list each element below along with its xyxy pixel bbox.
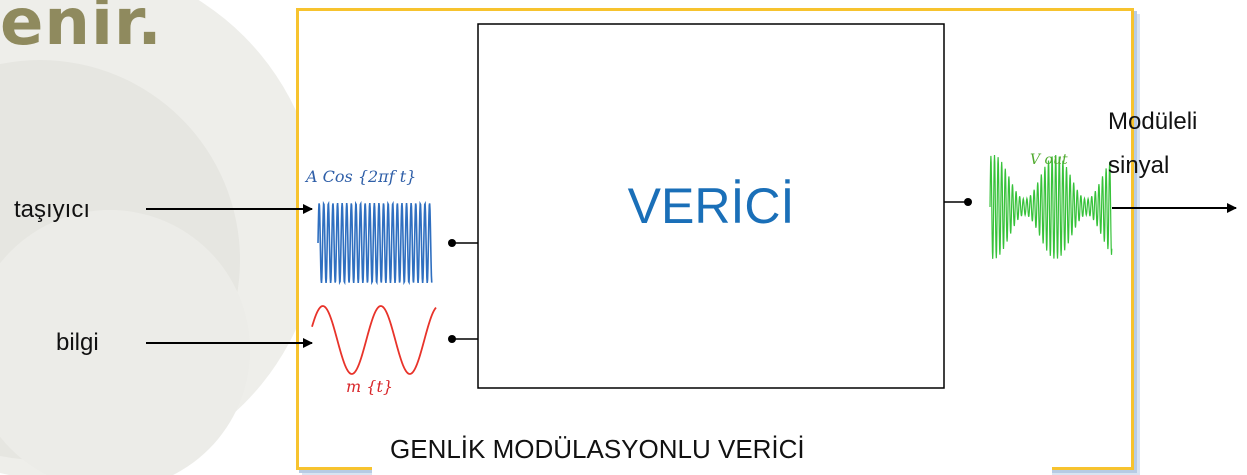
output-label-line1: Modüleli xyxy=(1108,108,1198,135)
info-input-label: bilgi xyxy=(56,329,99,356)
transmitter-block xyxy=(477,23,945,389)
message-formula: m {t} xyxy=(346,377,394,396)
carrier-terminal-dot xyxy=(448,239,456,247)
carrier-formula: A Cos {2πf t} xyxy=(306,167,417,186)
diagram-caption: GENLİK MODÜLASYONLU VERİCİ xyxy=(390,434,805,464)
output-formula: V out xyxy=(1030,152,1068,168)
info-terminal-dot xyxy=(448,335,456,343)
output-label-line2: sinyal xyxy=(1108,152,1170,179)
slide-heading-fragment: enir. xyxy=(0,0,163,60)
carrier-input-label: taşıyıcı xyxy=(14,196,91,223)
caption-background xyxy=(372,412,1052,475)
message-waveform xyxy=(311,305,437,375)
modulated-waveform xyxy=(989,154,1113,259)
output-terminal-dot xyxy=(964,198,972,206)
carrier-waveform xyxy=(317,200,433,286)
